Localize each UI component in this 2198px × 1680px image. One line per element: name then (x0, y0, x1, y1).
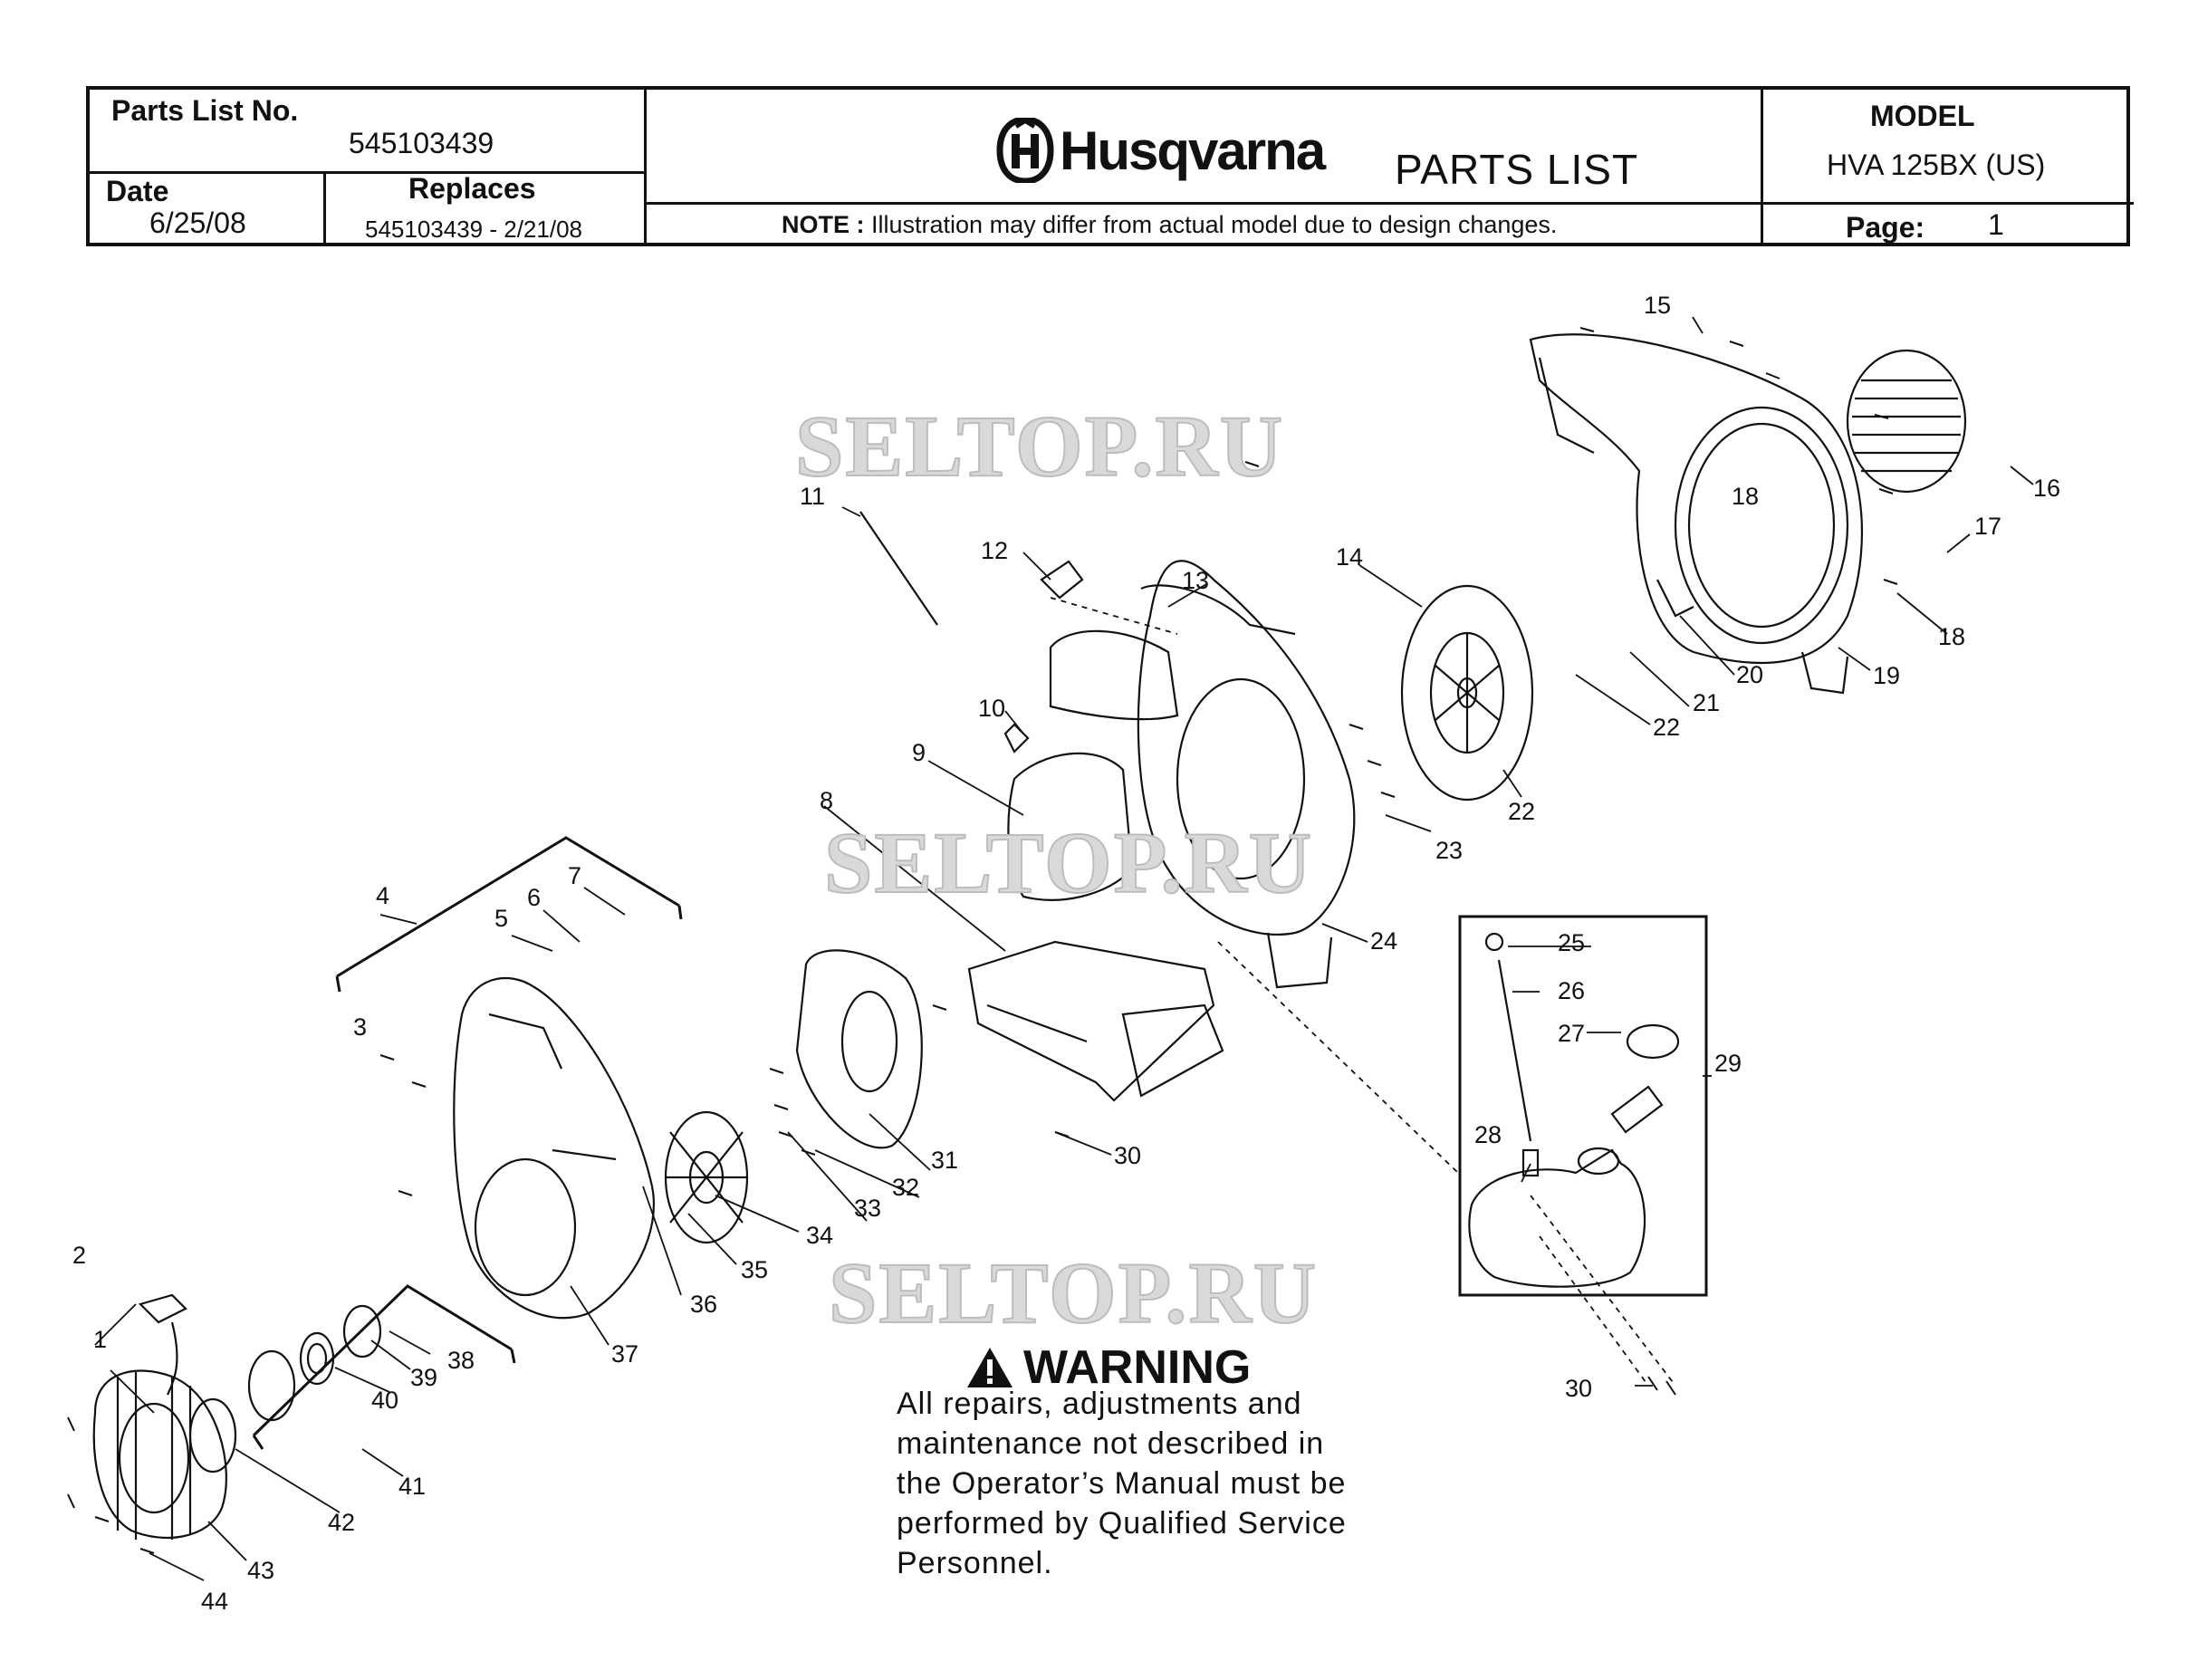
callout-2: 2 (72, 1242, 86, 1269)
header-table (86, 86, 2134, 246)
fuel-tank (1468, 1147, 1646, 1288)
kit-bracket-4 (336, 836, 680, 978)
date-label: Date (106, 175, 169, 207)
watermark-top: SELTOP.RU (795, 398, 1284, 494)
note-text: Illustration may differ from actual mode… (871, 211, 1558, 238)
model-label: MODEL (1870, 100, 1975, 132)
parts-list-no-label: Parts List No. (111, 94, 299, 127)
callout-35: 35 (741, 1256, 768, 1283)
callout-38: 38 (447, 1347, 475, 1374)
callout-6: 6 (527, 884, 541, 911)
fan (1400, 584, 1534, 802)
callout-30b: 30 (1565, 1375, 1592, 1402)
crown-logo-icon (996, 118, 1054, 183)
fuel-kit-box (1458, 915, 1708, 1297)
callout-22a: 22 (1653, 714, 1680, 741)
callout-29: 29 (1714, 1050, 1742, 1077)
callout-12: 12 (981, 537, 1008, 564)
replaces-value: 545103439 - 2/21/08 (365, 216, 582, 243)
callout-7: 7 (568, 862, 581, 889)
starter-handle (138, 1293, 187, 1396)
model-value: HVA 125BX (US) (1827, 149, 2046, 181)
callout-30a: 30 (1114, 1142, 1141, 1169)
callout-21: 21 (1693, 689, 1720, 716)
watermark-bottom: SELTOP.RU (829, 1244, 1318, 1341)
replaces-label: Replaces (408, 172, 536, 205)
fuel-line (1484, 932, 1540, 1177)
callout-17: 17 (1974, 513, 2001, 540)
callout-33: 33 (854, 1195, 881, 1222)
warning-heading: WARNING (1023, 1341, 1252, 1394)
callout-13: 13 (1182, 567, 1209, 594)
brand-name: Husqvarna (1060, 120, 1326, 181)
warning-title: WARNING (965, 1340, 1251, 1395)
callout-42: 42 (328, 1509, 355, 1536)
callout-43: 43 (247, 1557, 274, 1584)
callout-44: 44 (201, 1588, 228, 1615)
blower-housing (1529, 333, 1864, 695)
callout-40: 40 (371, 1387, 398, 1414)
pulley (188, 1397, 237, 1474)
rod (859, 511, 938, 626)
callout-31: 31 (931, 1147, 958, 1174)
pawl (247, 1349, 296, 1422)
fan-housing (1137, 560, 1356, 989)
callout-18a: 18 (1732, 483, 1759, 510)
page-label: Page: (1846, 211, 1925, 244)
callout-4: 4 (376, 882, 389, 909)
screws (67, 327, 1898, 1554)
flywheel (664, 1110, 749, 1244)
callout-8: 8 (820, 787, 833, 814)
callout-14: 14 (1336, 543, 1363, 571)
callout-27: 27 (1558, 1020, 1585, 1047)
callout-15: 15 (1644, 292, 1671, 319)
warning-body: All repairs, adjustments and maintenance… (897, 1387, 1347, 1580)
callout-19: 19 (1873, 662, 1900, 689)
washer (342, 1304, 382, 1358)
callout-23: 23 (1435, 837, 1463, 864)
callout-25: 25 (1558, 929, 1585, 956)
callout-1: 1 (93, 1326, 107, 1353)
assembly-lines (1050, 597, 1676, 1387)
callout-24: 24 (1370, 927, 1397, 955)
callout-36: 36 (690, 1291, 717, 1318)
warning-triangle-icon (967, 1348, 1013, 1387)
callout-20: 20 (1736, 661, 1763, 688)
callout-26: 26 (1558, 977, 1585, 1004)
watermark-middle: SELTOP.RU (824, 814, 1313, 911)
callout-10: 10 (978, 695, 1005, 722)
callout-5: 5 (494, 905, 508, 932)
fuel-cap (1610, 1023, 1680, 1134)
callout-22b: 22 (1508, 798, 1535, 825)
callout-39: 39 (410, 1364, 437, 1391)
kit-bracket-41 (252, 1284, 513, 1437)
callout-16: 16 (2033, 475, 2060, 502)
nozzle (967, 940, 1224, 1102)
document-title: PARTS LIST (1395, 146, 1639, 193)
callout-41: 41 (398, 1473, 426, 1500)
blower-tube (1003, 560, 1179, 901)
starter-housing (92, 1369, 227, 1540)
callout-18b: 18 (1938, 623, 1965, 650)
design-note: NOTE : Illustration may differ from actu… (782, 211, 1557, 239)
date-value: 6/25/08 (149, 206, 246, 239)
callout-34: 34 (806, 1222, 833, 1249)
husqvarna-logo: Husqvarna (996, 118, 1326, 183)
callout-11: 11 (800, 483, 825, 510)
blower-grille (1846, 349, 1967, 494)
crank-plate (795, 949, 923, 1149)
callout-3: 3 (353, 1013, 367, 1041)
spring (299, 1331, 335, 1386)
callout-32: 32 (892, 1174, 919, 1201)
callout-37: 37 (611, 1340, 638, 1368)
page-number: 1 (1988, 208, 2004, 241)
engine-cover (453, 976, 655, 1320)
leader-lines (94, 316, 2034, 1581)
note-label: NOTE : (782, 211, 865, 238)
callout-28: 28 (1474, 1121, 1502, 1148)
parts-list-no: 545103439 (349, 127, 494, 159)
callout-9: 9 (912, 739, 926, 766)
